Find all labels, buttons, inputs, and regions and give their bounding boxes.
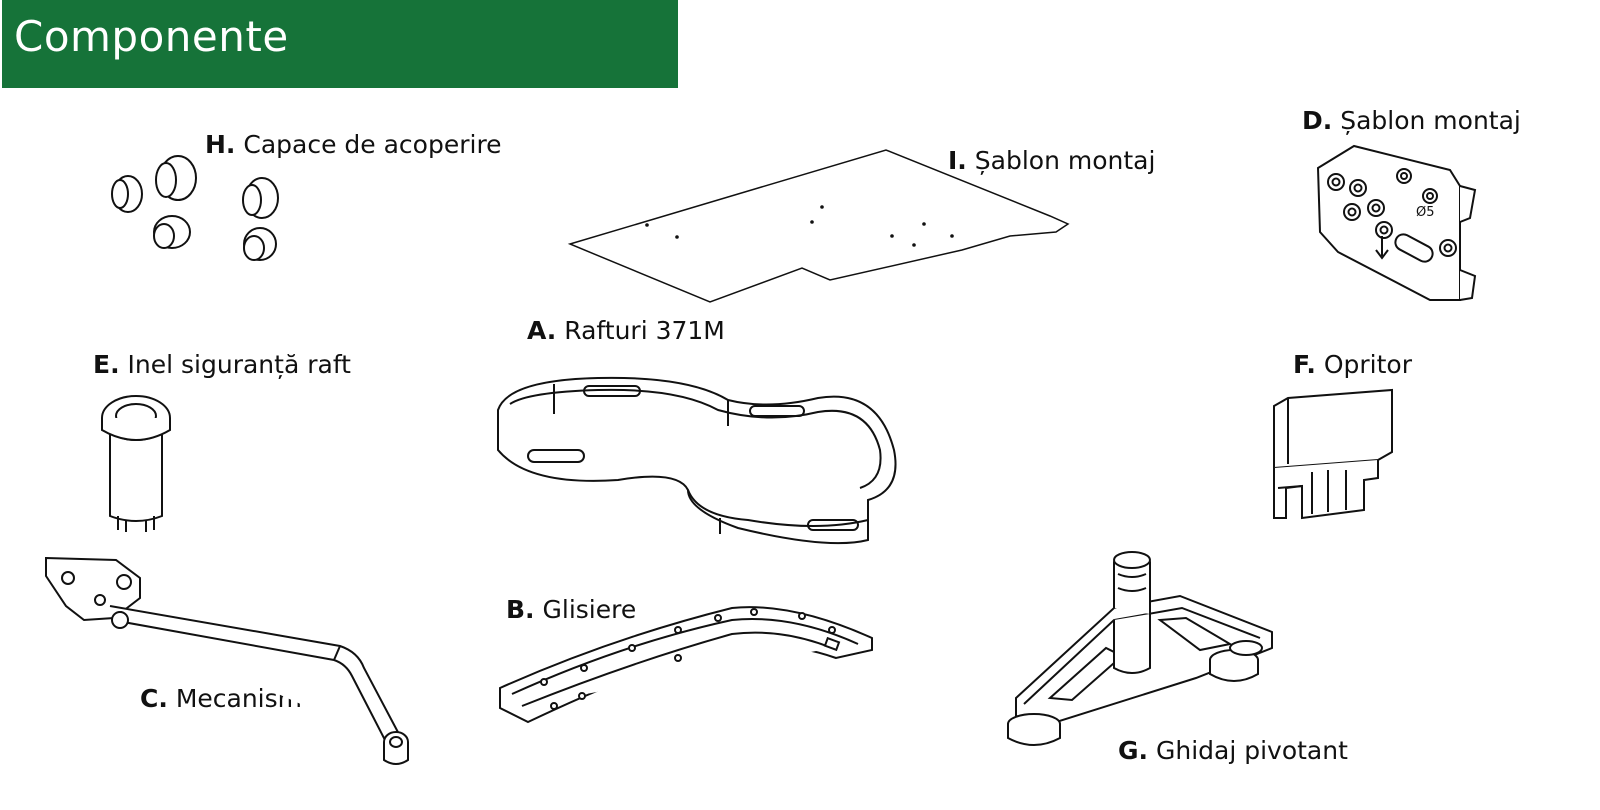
component-label-f: F. Opritor	[1293, 350, 1413, 379]
mechanism-arm-icon	[40, 556, 420, 766]
mounting-template-sheet-icon	[570, 150, 1090, 310]
component-label-g: G. Ghidaj pivotant	[1118, 736, 1348, 765]
component-label-b: B. Glisiere	[506, 595, 637, 624]
pivot-guide-icon	[1010, 548, 1280, 758]
component-label-h: H. Capace de acoperire	[205, 130, 502, 159]
component-label-d: D. Șablon montaj	[1302, 106, 1521, 135]
stopper-icon	[1268, 388, 1398, 528]
page-title: Componente	[14, 12, 289, 61]
cover-caps-icon	[100, 150, 300, 270]
safety-ring-icon	[96, 388, 176, 532]
page-header: Componente	[2, 0, 678, 88]
component-label-e: E. Inel siguranță raft	[93, 350, 351, 379]
svg-text:Ø5: Ø5	[1416, 205, 1435, 220]
shelf-tray-icon	[488, 370, 908, 560]
component-label-i: I. Șablon montaj	[948, 146, 1156, 175]
component-label-a: A. Rafturi 371M	[527, 316, 725, 345]
mounting-template-plate-icon: Ø5	[1310, 140, 1490, 310]
slide-rail-icon	[492, 598, 882, 728]
